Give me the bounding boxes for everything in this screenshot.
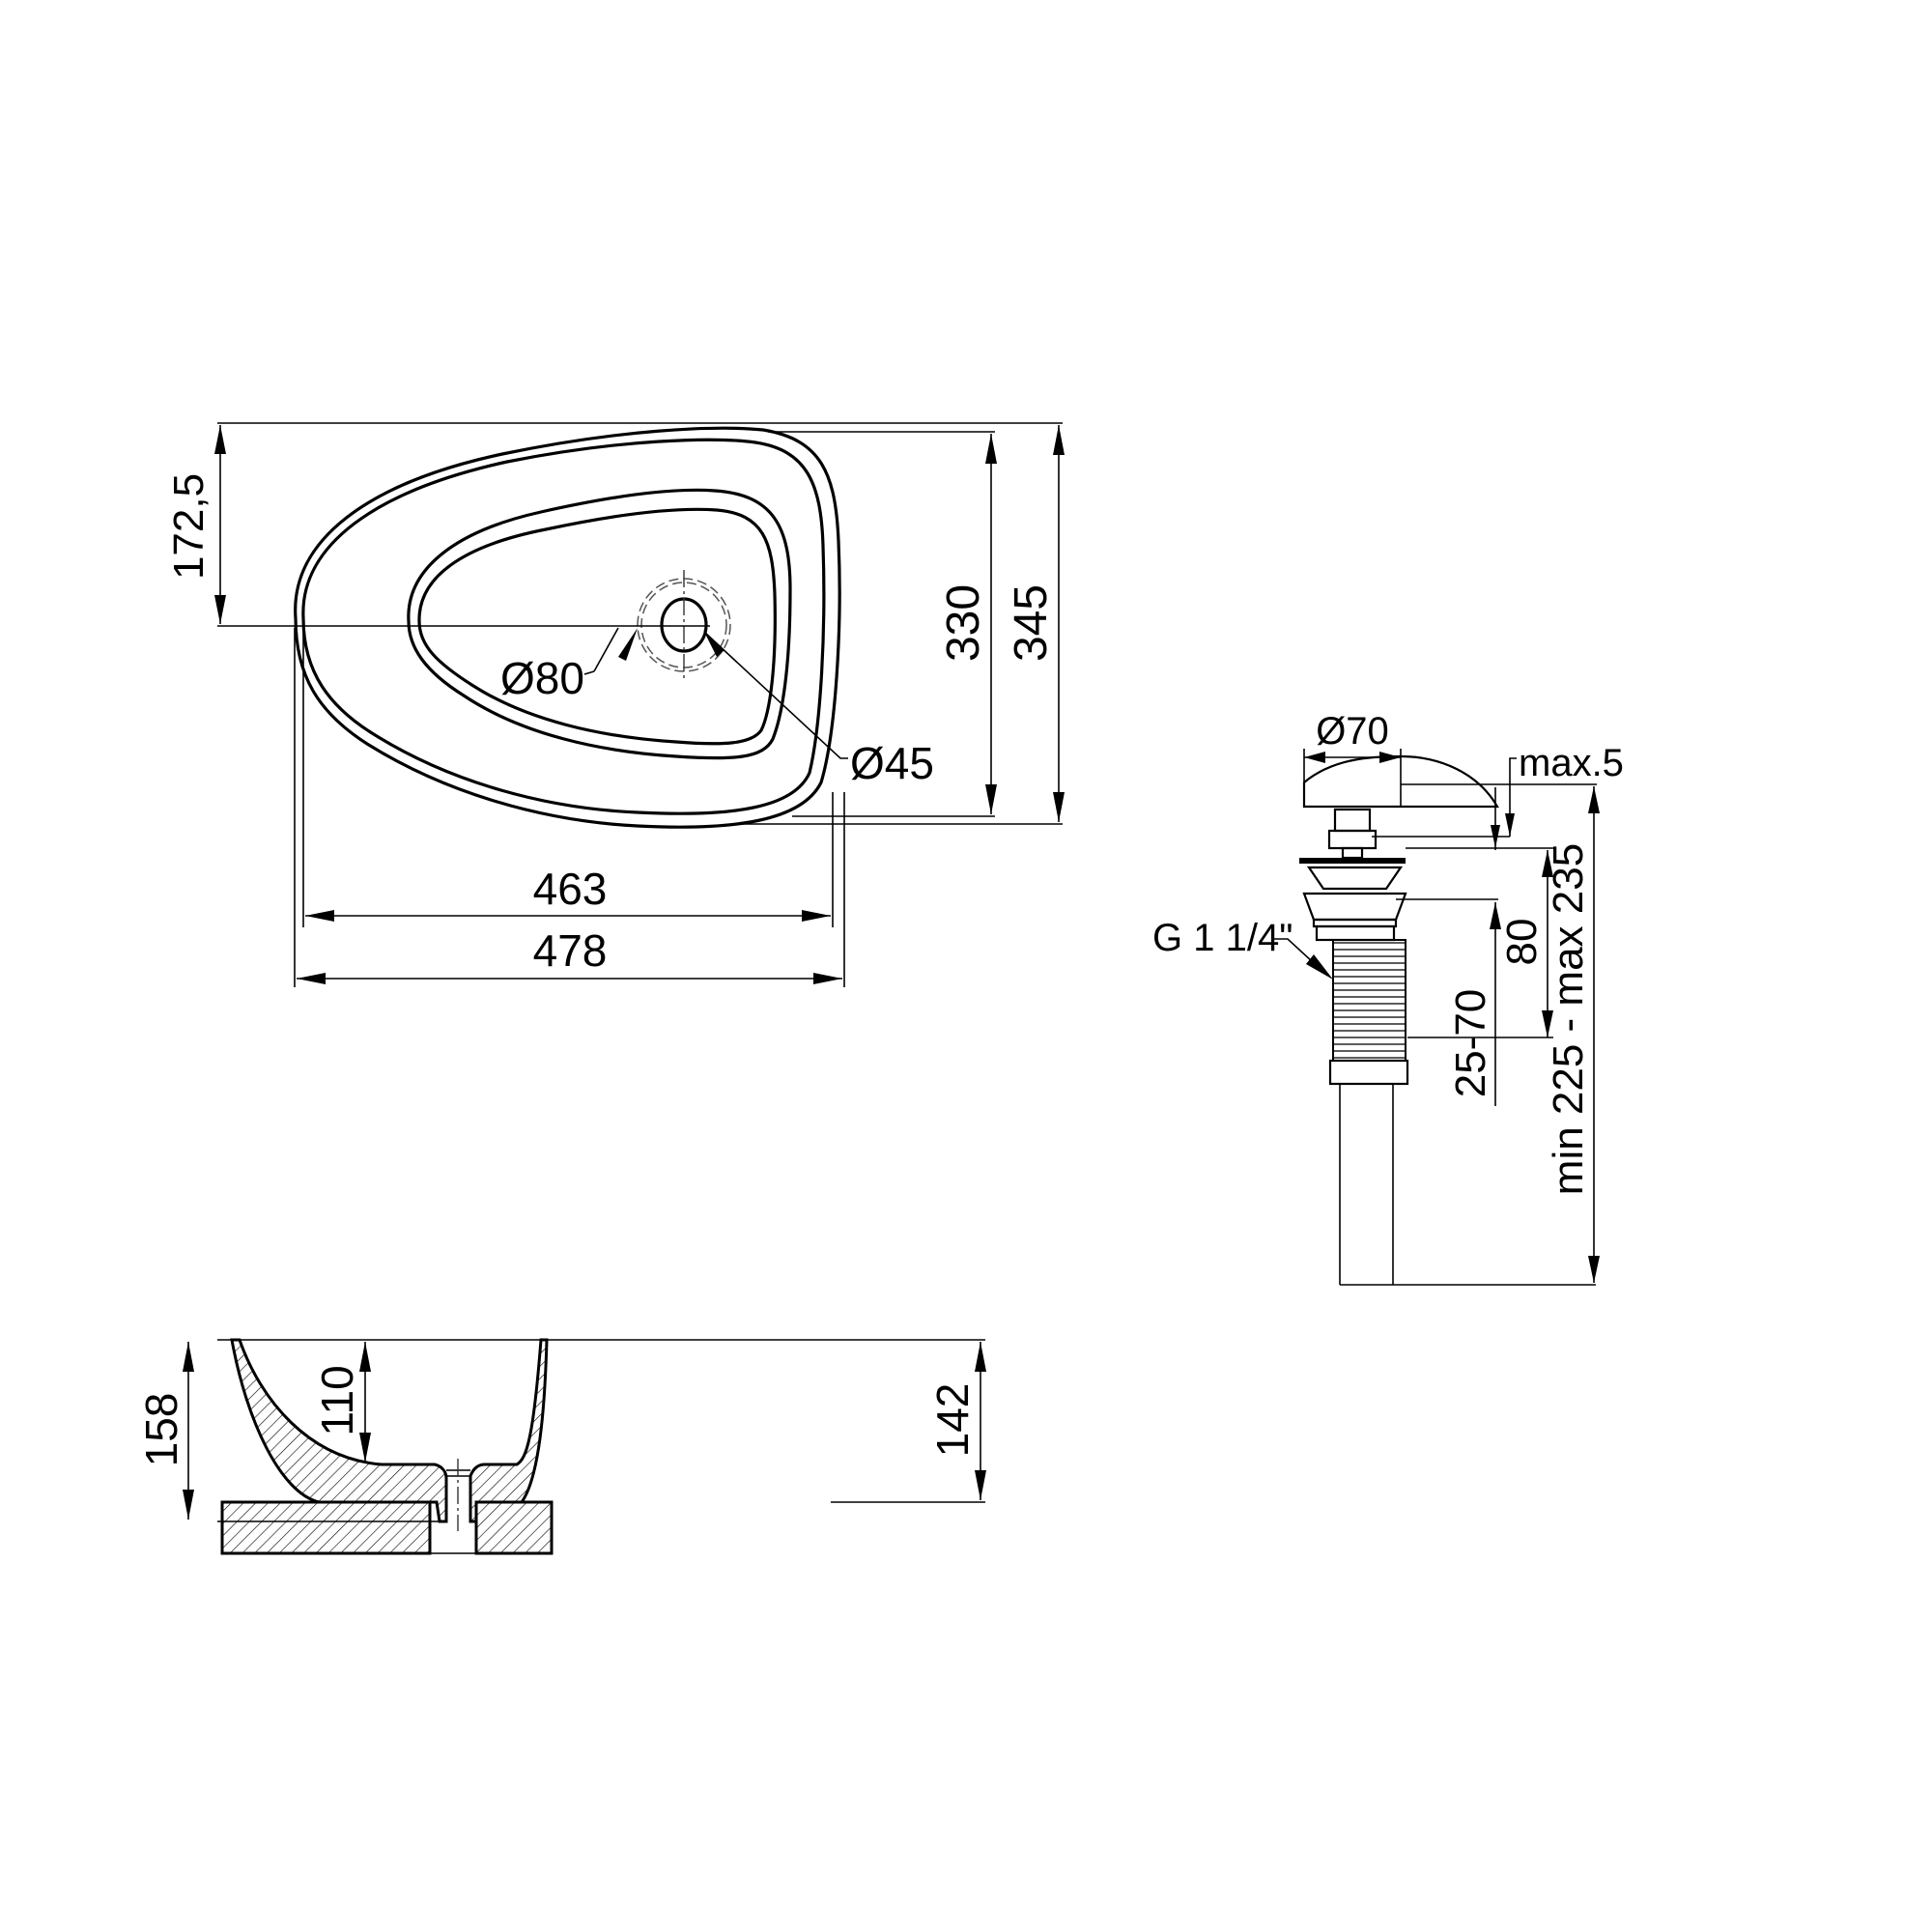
basin-section-left [230,1338,448,1523]
dim-dia-70-label: Ø70 [1316,710,1389,753]
arrow-icon [1053,792,1065,822]
arrow-icon [1491,825,1500,848]
drain-washer [1302,892,1407,922]
dim-dia-80-label: Ø80 [500,653,584,703]
arrow-icon [1053,425,1065,455]
leader-max5 [1509,757,1517,837]
arrow-icon [183,1490,194,1520]
drain-cone [1306,866,1404,891]
arrow-icon [359,1342,371,1372]
dim-172-5-label: 172,5 [165,473,213,580]
leader-80-tail [583,670,595,675]
basin-rim-inner [301,438,826,815]
bowl-outer-edge [407,488,792,760]
dim-478-label: 478 [533,925,608,976]
drain-nut [1315,924,1396,942]
dim-142-label: 142 [927,1383,978,1458]
arrow-icon [1306,954,1333,980]
arrow-icon [214,425,226,454]
arrow-icon [813,973,842,984]
side-section-view: 158 110 142 [136,1338,986,1555]
leader-45 [704,632,848,759]
dim-345-label: 345 [1006,584,1057,662]
arrow-icon [985,434,997,464]
countertop-right [474,1500,554,1555]
drain-stem [1333,808,1372,833]
arrow-icon [1542,1010,1553,1037]
thread-spec-label: G 1 1/4" [1152,917,1293,959]
dim-dia-45-label: Ø45 [850,738,934,788]
dim-330-label: 330 [938,584,989,662]
arrow-icon [703,630,724,657]
drain-stem-ring [1327,829,1378,850]
arrow-icon [359,1433,371,1463]
basin-section-right [469,1338,549,1523]
arrow-icon [618,628,638,661]
dim-158-label: 158 [136,1393,186,1467]
arrow-icon [975,1470,986,1500]
arrow-icon [305,910,334,922]
dim-110-label: 110 [312,1365,362,1435]
drain-flange [1299,858,1406,864]
bowl-inner-edge [417,507,777,746]
drain-coupling [1328,1059,1409,1086]
countertop-left [220,1500,432,1555]
leader-80 [593,627,619,672]
drain-detail-view: Ø70 max.5 25-70 80 min 225 - max 235 G 1… [1152,710,1624,1286]
drain-thread [1332,939,1406,1062]
top-view: 172,5 330 345 463 478 Ø80 Ø45 [165,422,1065,987]
basin-outer-rim [294,426,841,829]
arrow-icon [802,910,831,922]
arrow-icon [183,1342,194,1372]
dim-463-label: 463 [533,864,608,914]
arrow-icon [1490,902,1501,929]
arrow-icon [1542,850,1553,877]
drain-stem-base [1341,846,1364,860]
arrow-icon [214,595,226,624]
arrow-icon [985,784,997,814]
dim-80-label: 80 [1498,919,1546,966]
arrow-icon [1588,1256,1600,1283]
arrow-icon [975,1342,986,1372]
arrow-icon [1588,786,1600,813]
dim-total-range-label: min 225 - max 235 [1545,843,1592,1195]
arrow-icon [1304,752,1325,763]
arrow-icon [297,973,326,984]
dim-25-70-label: 25-70 [1447,989,1494,1098]
dim-max5-label: max.5 [1519,742,1624,784]
arrow-icon [1379,752,1401,763]
arrow-icon [1505,813,1515,837]
